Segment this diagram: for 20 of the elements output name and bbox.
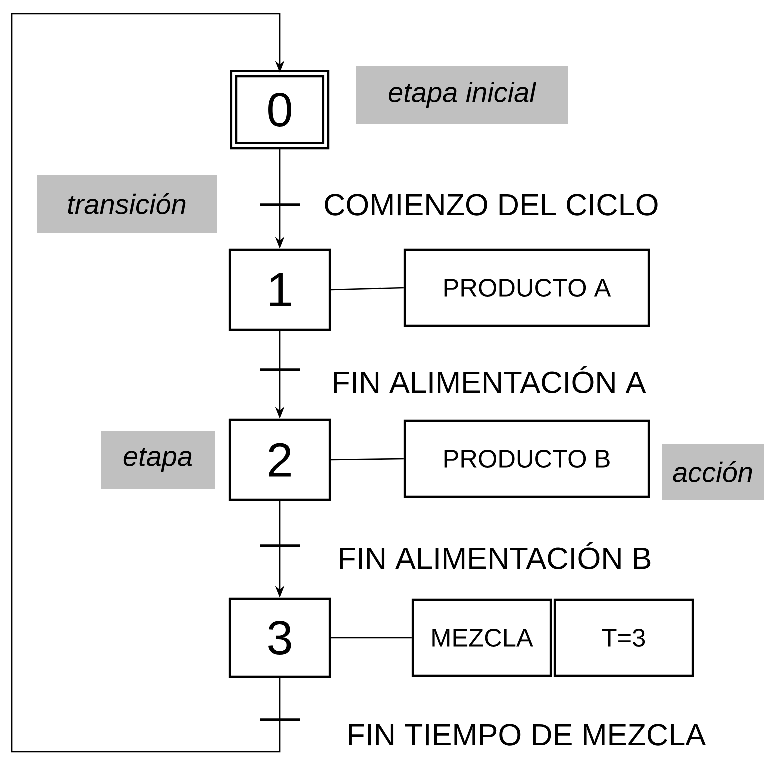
action-box: T=3	[554, 598, 694, 678]
transition-label: FIN TIEMPO DE MEZCLA	[349, 724, 706, 746]
connector-line	[331, 637, 412, 639]
annotation-label: transición	[37, 175, 217, 233]
action-box: PRODUCTO B	[404, 420, 650, 498]
connector-line	[331, 458, 404, 461]
step-box: 1	[228, 248, 332, 332]
action-box: MEZCLA	[412, 598, 552, 678]
step-box: 2	[228, 418, 332, 502]
annotation-label: etapa	[101, 431, 215, 489]
step-box: 3	[228, 598, 332, 678]
transition-label: FIN ALIMENTACIÓN A	[334, 366, 646, 394]
transition-label: FIN ALIMENTACIÓN B	[340, 542, 651, 570]
annotation-label: etapa inicial	[356, 66, 568, 124]
initial-step-box: 0	[230, 70, 330, 150]
annotation-label: acción	[662, 444, 764, 500]
transition-label: COMIENZO DEL CICLO	[325, 194, 658, 216]
transition-arrow	[11, 13, 300, 753]
connector-line	[331, 287, 404, 291]
action-box: PRODUCTO A	[404, 248, 650, 328]
